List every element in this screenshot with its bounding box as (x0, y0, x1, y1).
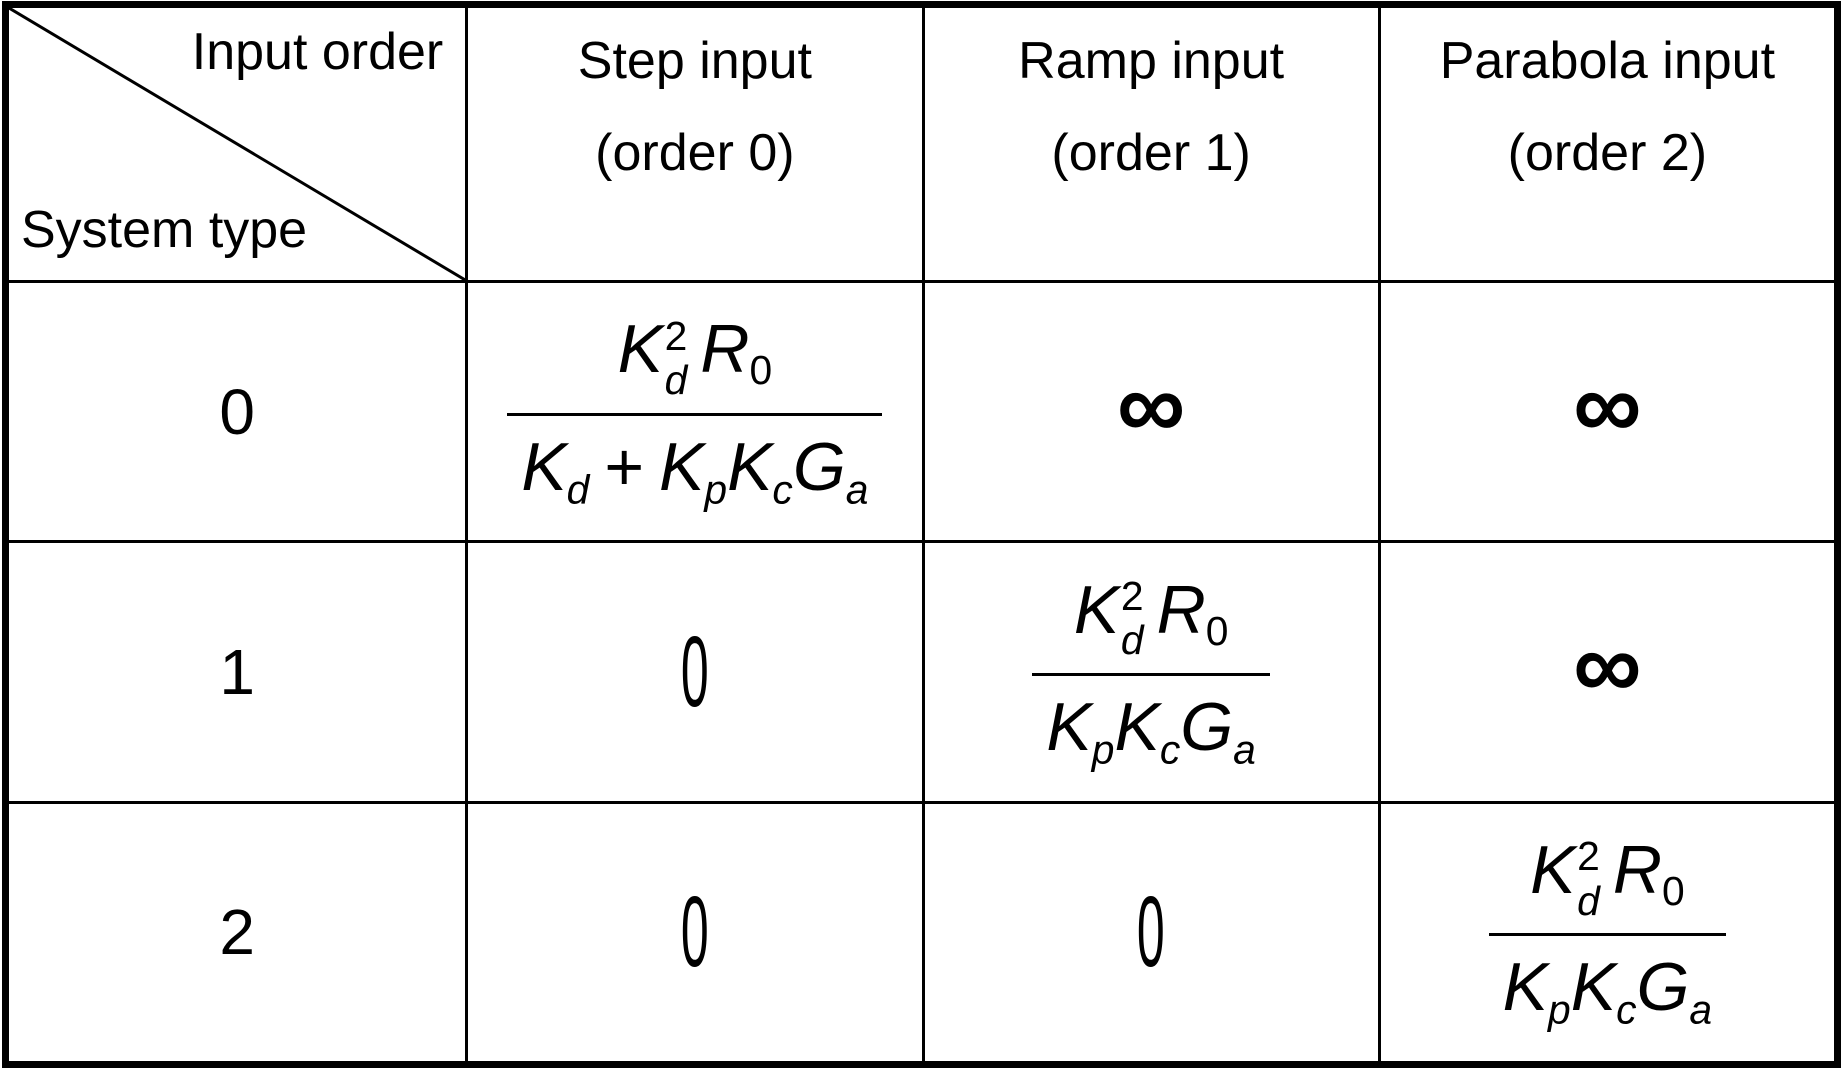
zero-value: 0 (680, 615, 709, 728)
plus-sign: + (604, 428, 645, 505)
subscript-a: a (1233, 726, 1256, 773)
column-title: Step input (577, 32, 812, 90)
var-K: K (727, 428, 773, 505)
column-subtitle: (order 2) (1507, 123, 1708, 182)
subscript-a: a (845, 466, 869, 513)
var-K: K (1114, 689, 1160, 766)
var-R: R (1612, 831, 1662, 908)
subscript-d: d (1120, 617, 1144, 664)
cell-type2-step: 0 (465, 800, 922, 1061)
var-K: K (1502, 949, 1549, 1026)
subscript-0: 0 (1661, 868, 1685, 915)
cell-type0-ramp: ∞ (921, 280, 1378, 541)
column-subtitle: (order 1) (1051, 123, 1251, 182)
var-K: K (1570, 949, 1617, 1026)
row-label-type-0: 0 (9, 280, 466, 540)
cell-type1-step: 0 (465, 540, 922, 801)
column-title: Parabola input (1439, 32, 1776, 90)
column-title: Ramp input (1018, 32, 1285, 90)
diagonal-divider-line (9, 8, 465, 280)
formula-denominator: KpKcGa (1489, 936, 1726, 1033)
subscript-a: a (1689, 986, 1713, 1033)
var-K: K (659, 428, 705, 505)
corner-label-system-type: System type (21, 201, 308, 259)
subscript-p: p (704, 466, 728, 513)
infinity-symbol: ∞ (1573, 611, 1642, 719)
cell-type1-parabola: ∞ (1377, 540, 1834, 801)
superscript-2: 2 (1577, 833, 1600, 880)
superscript-2: 2 (1120, 573, 1144, 620)
formula-denominator: Kd+KpKcGa (507, 416, 882, 513)
corner-header-cell: Input order System type (9, 8, 465, 280)
subscript-0: 0 (1205, 607, 1229, 654)
var-G: G (1180, 689, 1234, 766)
column-subtitle: (order 0) (595, 123, 795, 182)
var-K: K (521, 428, 567, 505)
var-R: R (700, 311, 750, 388)
subscript-d: d (664, 356, 688, 403)
row-label-type-1: 1 (9, 540, 466, 800)
var-K: K (1073, 571, 1120, 648)
subscript-0: 0 (749, 347, 773, 394)
column-header-step-input: Step input (order 0) (465, 8, 921, 280)
subscript-p: p (1091, 726, 1115, 773)
zero-value: 0 (680, 876, 709, 989)
zero-value: 0 (1137, 876, 1166, 989)
cell-type2-ramp: 0 (921, 800, 1378, 1061)
var-K: K (617, 311, 663, 388)
corner-label-input-order: Input order (191, 23, 444, 81)
var-R: R (1156, 571, 1206, 648)
column-header-parabola-input: Parabola input (order 2) (1377, 8, 1834, 280)
infinity-symbol: ∞ (1116, 351, 1186, 459)
subscript-d: d (1577, 877, 1600, 924)
var-G: G (792, 428, 846, 505)
column-header-ramp-input: Ramp input (order 1) (921, 8, 1378, 280)
superscript-2: 2 (664, 312, 688, 359)
var-K: K (1530, 831, 1576, 908)
subscript-c: c (772, 466, 793, 513)
subscript-c: c (1616, 986, 1637, 1033)
subscript-d: d (566, 466, 590, 513)
cell-type0-parabola: ∞ (1377, 280, 1834, 541)
formula-denominator: KpKcGa (1032, 676, 1269, 773)
subscript-p: p (1548, 986, 1571, 1033)
subscript-c: c (1159, 726, 1181, 773)
infinity-symbol: ∞ (1573, 351, 1642, 459)
var-G: G (1636, 949, 1690, 1026)
row-label-type-2: 2 (9, 800, 466, 1061)
var-K: K (1046, 689, 1092, 766)
